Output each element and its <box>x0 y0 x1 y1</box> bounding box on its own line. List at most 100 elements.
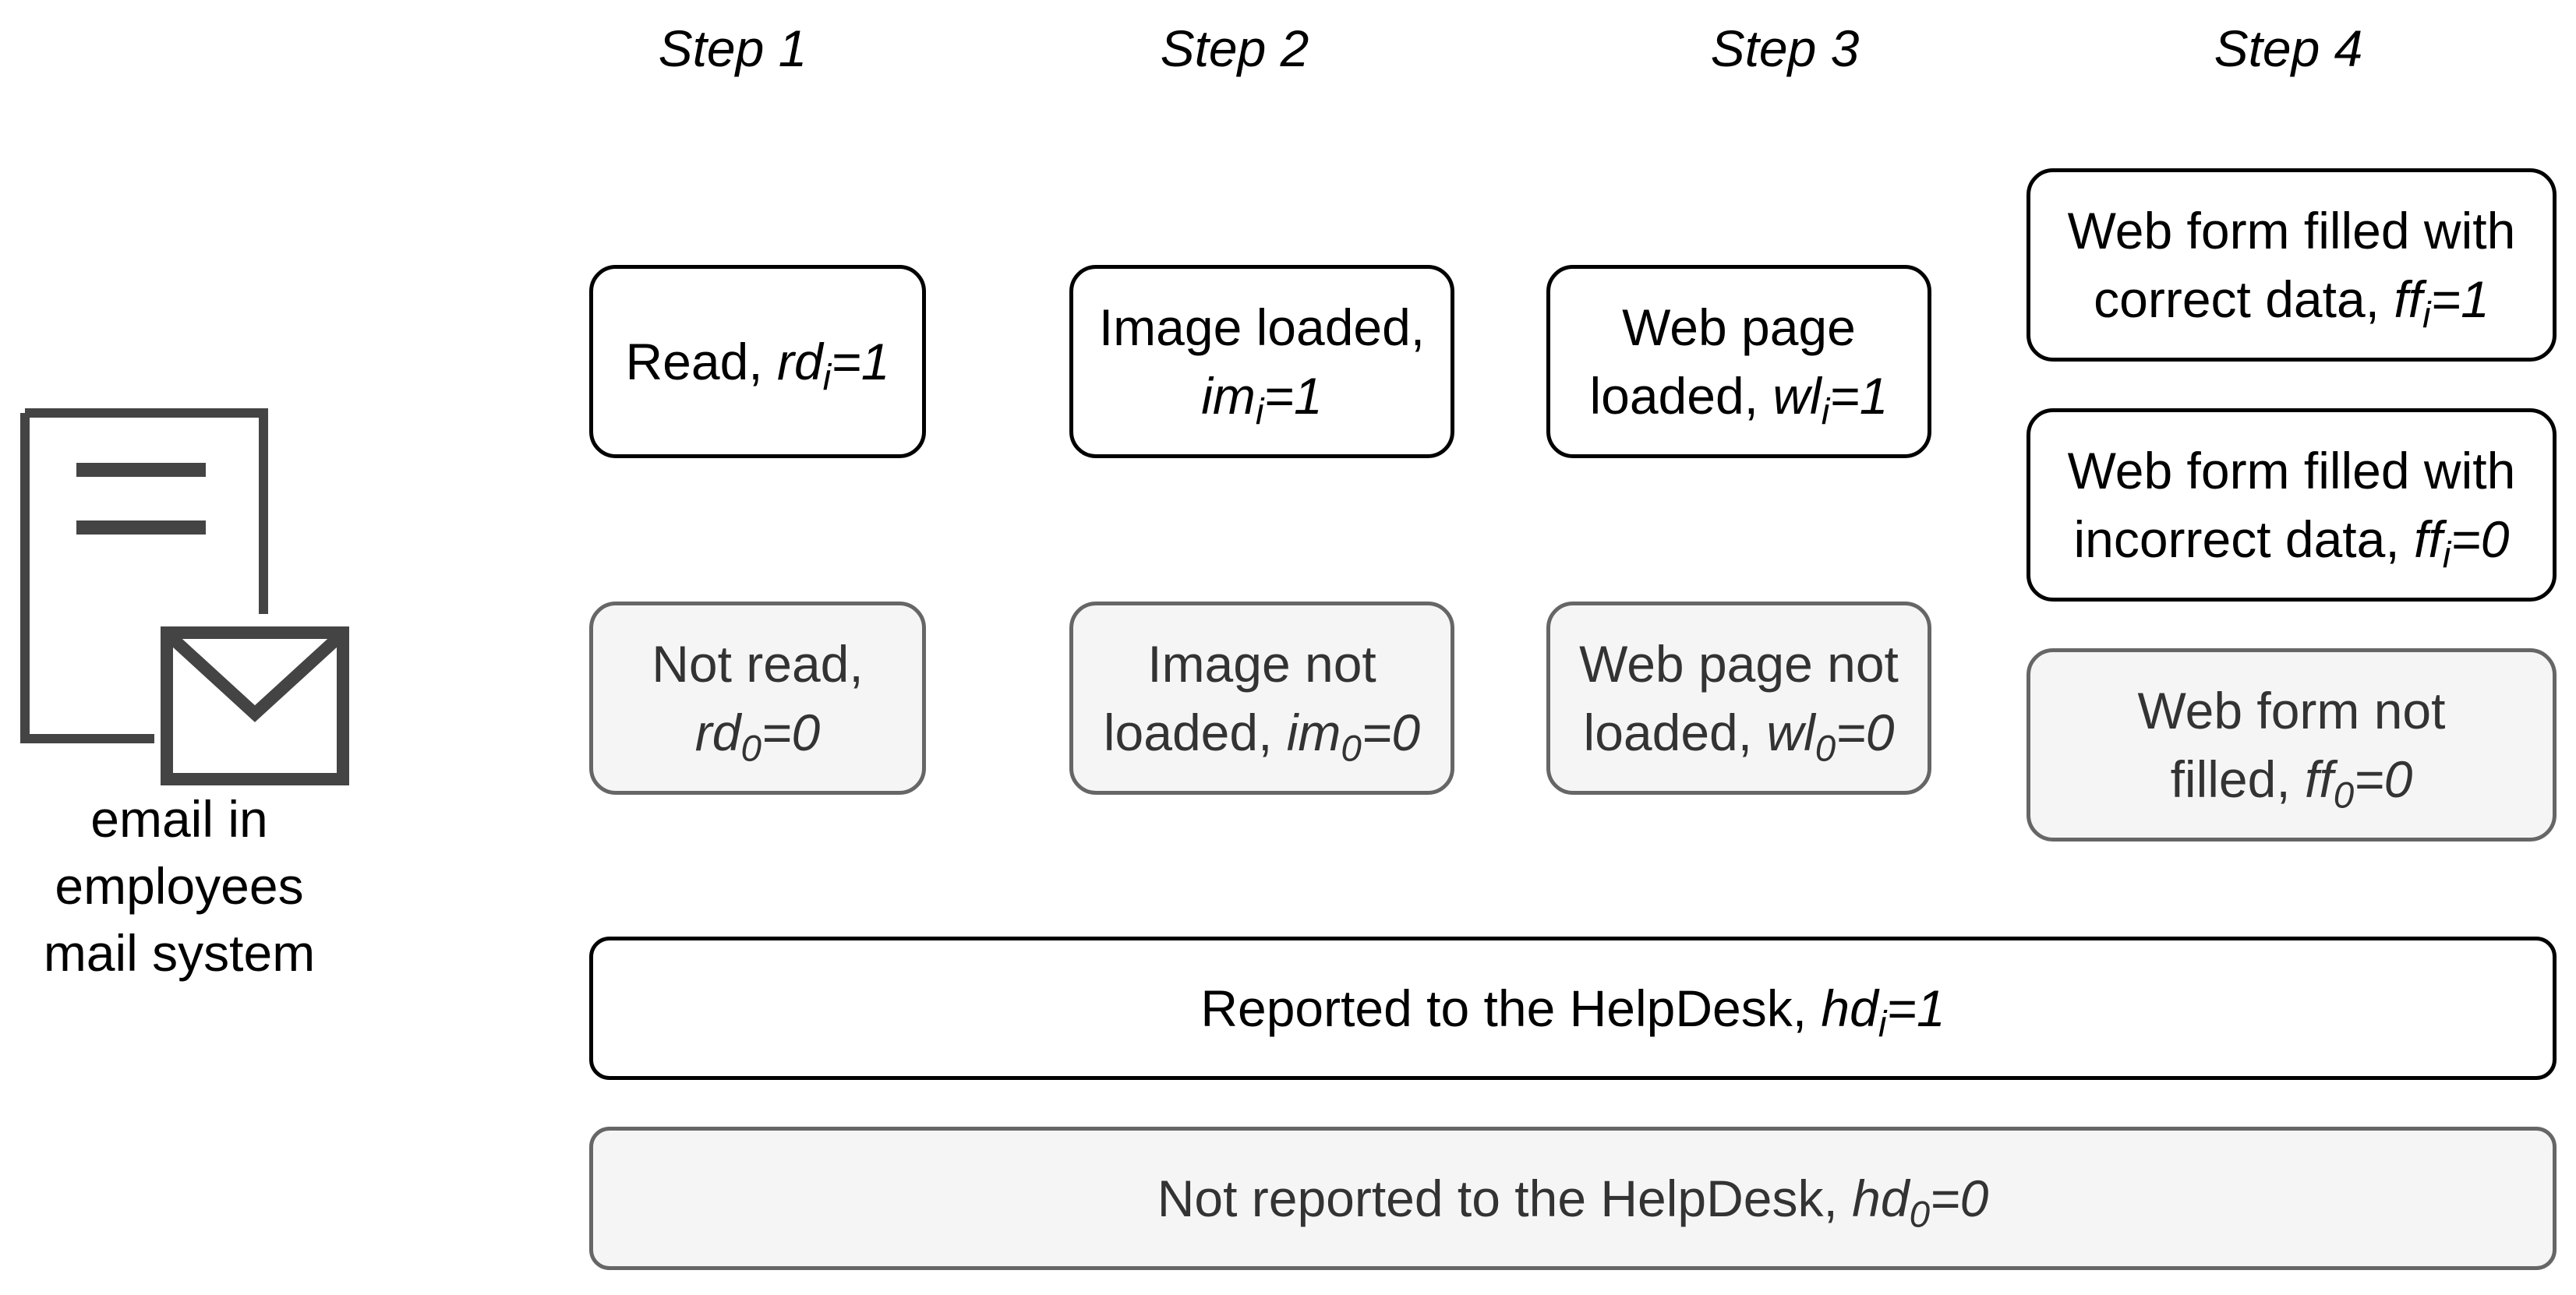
step-2-header: Step 2 <box>1160 19 1309 77</box>
box-text-line: loaded, wli=1 <box>1589 362 1888 431</box>
variable-subscript: i <box>1821 391 1830 433</box>
variable-subscript: i <box>1878 1004 1887 1046</box>
form-not-filled-box: Web form not filled, ff0=0 <box>2027 648 2557 842</box>
not-read-box: Not read,rd0=0 <box>589 602 926 795</box>
box-text: Image loaded, imi=1 <box>1099 293 1425 431</box>
variable-subscript: 0 <box>1341 728 1362 770</box>
reported-helpdesk-box: Reported to the HelpDesk, hdi=1 <box>589 937 2557 1080</box>
box-text-line: Not read, <box>652 630 863 698</box>
box-label-text: Image loaded, <box>1098 298 1426 356</box>
box-text-line: Web form filled with <box>2068 196 2516 265</box>
box-label-text: loaded, <box>1583 704 1767 761</box>
variable-value: =1 <box>2430 270 2489 328</box>
variable-value: =0 <box>1836 704 1895 761</box>
envelope-body <box>161 626 349 785</box>
variable-expression: hd0=0 <box>1852 1170 1989 1233</box>
variable-name: im <box>1201 367 1256 425</box>
variable-value: =0 <box>1361 704 1421 761</box>
variable-subscript: 0 <box>2333 775 2355 817</box>
box-label-text: Read, <box>625 333 777 390</box>
document-line-1 <box>76 463 206 477</box>
email-label-line-2: employees <box>55 857 304 915</box>
form-correct-data-box: Web form filled with correct data, ffi=1 <box>2027 168 2557 362</box>
box-text-line: Not reported to the HelpDesk, hd0=0 <box>1157 1167 1989 1233</box>
email-label-line-3: mail system <box>43 924 316 982</box>
variable-subscript: i <box>2422 295 2431 337</box>
variable-value: =0 <box>2354 750 2413 808</box>
email-label: email in employees mail system <box>0 785 359 986</box>
box-label-text: Image not <box>1147 635 1376 693</box>
box-text-line: Read, rdi=1 <box>625 327 890 399</box>
variable-name: im <box>1286 704 1341 761</box>
box-text-line: loaded, wl0=0 <box>1579 698 1899 767</box>
not-reported-helpdesk-box: Not reported to the HelpDesk, hd0=0 <box>589 1127 2557 1270</box>
box-text-line: loaded, im0=0 <box>1104 698 1420 767</box>
variable-value: =0 <box>2451 510 2510 568</box>
box-text-line: incorrect data, ffi=0 <box>2068 505 2516 574</box>
box-text: Web form not filled, ff0=0 <box>2138 676 2446 814</box>
variable-expression: im0=0 <box>1286 704 1421 767</box>
variable-expression: hdi=1 <box>1821 979 1945 1043</box>
variable-name: wl <box>1772 367 1822 425</box>
variable-expression: wl0=0 <box>1766 704 1895 767</box>
variable-expression: imi=1 <box>1201 367 1323 431</box>
variable-subscript: 0 <box>740 728 761 770</box>
box-text: Web form filled with correct data, ffi=1 <box>2068 196 2516 334</box>
box-text-line: Web page <box>1589 293 1888 362</box>
document-line-2 <box>76 520 206 535</box>
box-text-line: Web form filled with <box>2068 436 2516 505</box>
box-label-text: correct data, <box>2094 270 2394 328</box>
variable-subscript: i <box>2442 535 2451 577</box>
variable-name: ff <box>2414 510 2443 568</box>
variable-expression: ffi=1 <box>2394 270 2489 334</box>
image-loaded-box: Image loaded, imi=1 <box>1069 265 1454 458</box>
box-label-text: Web page not <box>1579 635 1899 693</box>
variable-name: rd <box>694 704 741 761</box>
box-text: Not reported to the HelpDesk, hd0=0 <box>1157 1167 1989 1233</box>
envelope-flap <box>168 634 341 722</box>
box-text-line: Reported to the HelpDesk, hdi=1 <box>1200 977 1945 1043</box>
box-label-text: Web form not <box>2137 682 2446 739</box>
step-1-header: Step 1 <box>658 19 807 77</box>
variable-subscript: 0 <box>1909 1194 1931 1236</box>
box-label-text: loaded, <box>1103 704 1287 761</box>
box-label-text: incorrect data, <box>2073 510 2415 568</box>
box-text-line: imi=1 <box>1099 362 1425 431</box>
read-box: Read, rdi=1 <box>589 265 926 458</box>
variable-name: hd <box>1821 979 1878 1037</box>
box-text-line: rd0=0 <box>652 698 863 767</box>
variable-expression: ffi=0 <box>2414 510 2510 574</box>
variable-expression: ff0=0 <box>2305 750 2413 814</box>
box-label-text: Not reported to the HelpDesk, <box>1157 1170 1853 1227</box>
variable-expression: wli=1 <box>1772 367 1888 431</box>
box-text-line: Web form not <box>2138 676 2446 745</box>
variable-value: =0 <box>1930 1170 1989 1227</box>
document-outline <box>20 408 268 743</box>
email-document-icon <box>20 408 349 785</box>
variable-name: ff <box>2305 750 2334 808</box>
form-incorrect-data-box: Web form filled with incorrect data, ffi=… <box>2027 408 2557 602</box>
variable-value: =1 <box>1886 979 1945 1037</box>
variable-name: rd <box>776 333 823 390</box>
variable-value: =1 <box>831 333 890 390</box>
box-label-text: loaded, <box>1589 367 1773 425</box>
variable-value: =0 <box>761 704 821 761</box>
email-label-line-1: email in <box>90 790 268 848</box>
variable-subscript: i <box>822 357 832 399</box>
box-text-line: Web page not <box>1579 630 1899 698</box>
variable-subscript: 0 <box>1815 728 1836 770</box>
variable-value: =1 <box>1263 367 1323 425</box>
box-text-line: filled, ff0=0 <box>2138 745 2446 814</box>
box-label-text: Web form filled with <box>2067 202 2516 259</box>
variable-name: hd <box>1852 1170 1910 1227</box>
variable-name: ff <box>2394 270 2423 328</box>
variable-expression: rd0=0 <box>694 704 821 767</box>
box-label-text: Web form filled with <box>2067 442 2516 499</box>
box-text-line: correct data, ffi=1 <box>2068 265 2516 334</box>
box-text-line: Image loaded, <box>1099 293 1425 362</box>
